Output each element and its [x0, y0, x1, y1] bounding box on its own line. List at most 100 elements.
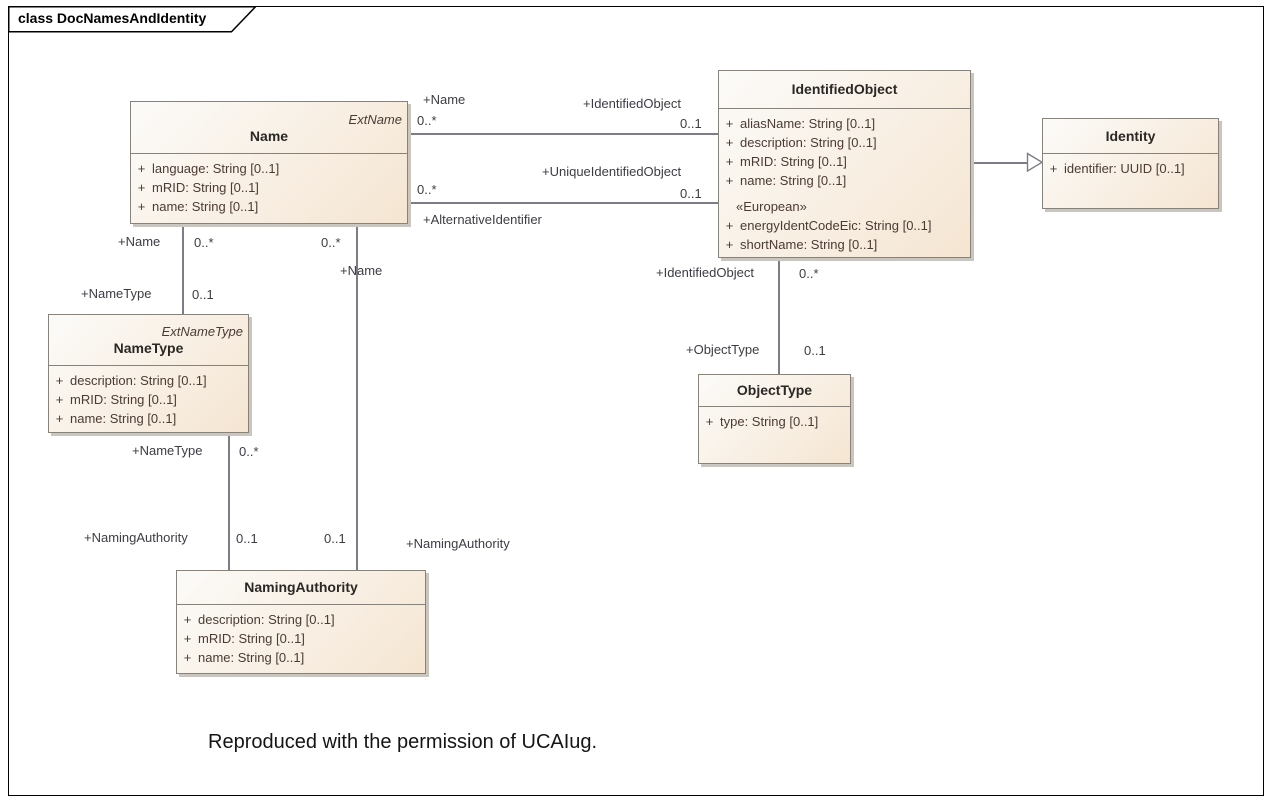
class-attribute: + shortName: String [0..1]	[719, 235, 970, 254]
class-attributes: +language: String [0..1]+mRID: String [0…	[131, 153, 407, 216]
class-header: NamingAuthority	[177, 571, 425, 604]
connector-label-a-mult-top: 0..*	[194, 235, 214, 250]
attribute-text: identifier: UUID [0..1]	[1064, 161, 1185, 176]
class-attribute: +energyIdentCodeEic: String [0..1]	[719, 216, 970, 235]
class-title: ObjectType	[736, 382, 813, 398]
class-header: ObjectType	[699, 375, 850, 406]
connector-label-n2-role-name: +AlternativeIdentifier	[423, 212, 542, 227]
attribute-text: mRID: String [0..1]	[70, 392, 177, 407]
class-attributes: + description: String [0..1] + mRID: String…	[49, 365, 248, 428]
assoc-nametype-namingauthority-line	[228, 433, 230, 570]
class-stereotype: ExtName	[348, 111, 402, 127]
attribute-text: mRID: String [0..1]	[740, 154, 847, 169]
visibility-public: +	[725, 116, 734, 131]
class-title: IdentifiedObject	[791, 81, 898, 97]
visibility-public: +	[725, 135, 734, 150]
class-attribute: + identifier: UUID [0..1]	[1043, 159, 1218, 178]
attribute-text: mRID: String [0..1]	[152, 180, 259, 195]
connector-label-b-role-top: +Name	[340, 263, 383, 278]
assoc-unique-identified-object-line	[408, 202, 718, 204]
class-object-type[interactable]: ObjectType +type: String [0..1]	[698, 374, 851, 464]
visibility-public: +	[725, 218, 734, 233]
generalization-arrowhead	[1026, 152, 1044, 173]
connector-label-b-mult-top: 0..*	[321, 235, 341, 250]
visibility-public: +	[55, 392, 64, 407]
visibility-public: +	[137, 199, 146, 214]
visibility-public: +	[725, 173, 734, 188]
class-attribute: + mRID: String [0..1]	[131, 178, 407, 197]
connector-label-n1-mult-name: 0..*	[417, 113, 437, 128]
assoc-name-line	[408, 133, 718, 135]
class-header: Identity	[1043, 119, 1218, 153]
visibility-public: +	[137, 180, 146, 195]
connector-label-d-role-top: +IdentifiedObject	[656, 265, 754, 280]
connector-label-a-mult-bot: 0..1	[192, 287, 214, 302]
class-attribute: + name: String [0..1]	[49, 409, 248, 428]
class-identity[interactable]: Identity + identifier: UUID [0..1]	[1042, 118, 1219, 209]
class-title: NameType	[113, 340, 184, 356]
class-attribute: + description: String [0..1]	[177, 610, 425, 629]
attribute-text: shortName: String [0..1]	[740, 237, 878, 252]
visibility-public: +	[55, 411, 64, 426]
visibility-public: +	[137, 161, 146, 176]
class-attribute: + description: String [0..1]	[49, 371, 248, 390]
visibility-public: +	[705, 414, 714, 429]
class-title: NamingAuthority	[244, 579, 358, 595]
attribute-text: description: String [0..1]	[198, 612, 335, 627]
attribute-text: aliasName: String [0..1]	[740, 116, 876, 131]
class-attributes: + aliasName: String [0..1] + description: S…	[719, 108, 970, 254]
class-attributes: +type: String [0..1]	[699, 406, 850, 431]
connector-label-n2-mult-io: 0..1	[680, 186, 702, 201]
assoc-name-namingauthority-line	[356, 224, 358, 570]
class-identified-object[interactable]: IdentifiedObject + aliasName: String [0..1…	[718, 70, 971, 258]
visibility-public: +	[55, 373, 64, 388]
class-title: Name	[249, 127, 289, 144]
assoc-identifiedobject-objecttype-line	[778, 258, 780, 374]
class-attribute: +language: String [0..1]	[131, 159, 407, 178]
class-attributes: + identifier: UUID [0..1]	[1043, 153, 1218, 178]
connector-label-a-role-top: +Name	[118, 234, 161, 249]
class-attribute: +type: String [0..1]	[699, 412, 850, 431]
connector-label-d-mult-bot: 0..1	[804, 343, 826, 358]
attribute-text: description: String [0..1]	[70, 373, 207, 388]
connector-label-n1-role-name: +Name	[423, 92, 466, 107]
visibility-public: +	[1049, 161, 1058, 176]
attribute-text: mRID: String [0..1]	[198, 631, 305, 646]
attribute-text: name: String [0..1]	[70, 411, 177, 426]
class-stereotype: ExtNameType	[161, 324, 243, 339]
connector-label-n1-mult-io: 0..1	[680, 116, 702, 131]
class-attribute: + mRID: String [0..1]	[177, 629, 425, 648]
visibility-public: +	[183, 631, 192, 646]
connector-label-a-role-bot: +NameType	[81, 286, 152, 301]
attribute-text: name: String [0..1]	[740, 173, 847, 188]
class-title: Identity	[1105, 127, 1156, 144]
attribute-group-stereotype: «European»	[736, 199, 807, 214]
attribute-text: description: String [0..1]	[740, 135, 877, 150]
connector-label-n2-role-io: +UniqueIdentifiedObject	[542, 164, 682, 179]
visibility-public: +	[725, 154, 734, 169]
connector-label-n1-role-io: +IdentifiedObject	[583, 96, 681, 111]
visibility-public: +	[725, 237, 734, 252]
class-attribute: + name: String [0..1]	[719, 171, 970, 190]
class-attribute: +name: String [0..1]	[177, 648, 425, 667]
permission-caption: Reproduced with the permission of UCAIug…	[208, 731, 598, 753]
class-attribute: + name: String [0..1]	[131, 197, 407, 216]
class-attribute: + mRID: String [0..1]	[49, 390, 248, 409]
connector-label-b-mult-bot: 0..1	[324, 531, 346, 546]
assoc-name-nametype-line	[182, 224, 184, 314]
visibility-public: +	[183, 612, 192, 627]
attribute-text: name: String [0..1]	[152, 199, 259, 214]
connector-label-b-role-bot: +NamingAuthority	[406, 536, 510, 551]
connector-label-c-mult-bot: 0..1	[236, 531, 258, 546]
class-attribute: + mRID: String [0..1]	[719, 152, 970, 171]
class-attribute: + aliasName: String [0..1]	[719, 114, 970, 133]
connector-label-d-role-bot: +ObjectType	[686, 342, 760, 357]
attribute-text: name: String [0..1]	[198, 650, 305, 665]
class-naming-authority[interactable]: NamingAuthority + description: String [0..…	[176, 570, 426, 674]
connector-label-c-role-top: +NameType	[132, 443, 203, 458]
generalization-identifiedobject-identity-line	[971, 162, 1028, 164]
